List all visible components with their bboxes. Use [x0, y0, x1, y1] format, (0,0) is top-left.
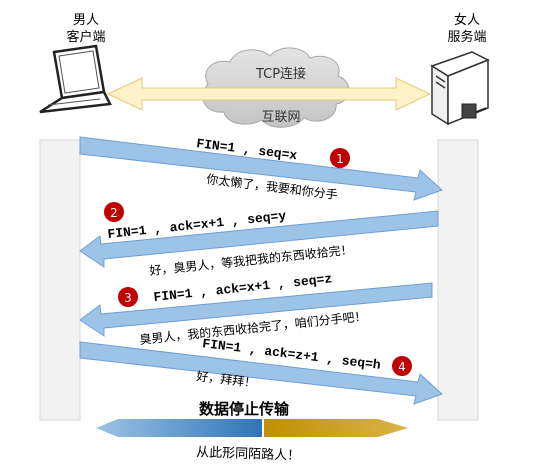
cloud-top-label: TCP连接: [255, 66, 306, 82]
server-label-line1: 女人: [454, 12, 480, 28]
laptop-icon: [39, 44, 112, 114]
server-label-line2: 服务端: [447, 29, 486, 45]
left-direction-arrow: [96, 419, 262, 437]
step2-arrow: [79, 210, 439, 268]
step3-arrow: [79, 282, 433, 337]
connection-arrow: [106, 77, 432, 111]
step4-number-badge: [392, 356, 412, 376]
step4-number: 4: [398, 360, 406, 374]
stop-label: 数据停止传输: [199, 400, 290, 418]
step1-number-badge: [330, 148, 350, 168]
step1-number: 1: [336, 152, 344, 166]
right-direction-arrow: [264, 419, 408, 437]
step1-arrow: [79, 136, 443, 201]
client-lifeline: [39, 139, 81, 421]
step4-arrow: [79, 341, 443, 405]
cloud-bottom-label: 互联网: [261, 110, 300, 125]
step3-number: 3: [124, 291, 132, 305]
step2-number: 2: [110, 206, 118, 220]
client-label-line2: 客户端: [66, 29, 105, 45]
step2-number-badge: [104, 202, 124, 222]
step3-number-badge: [118, 287, 138, 307]
end-label: 从此形同陌路人！: [196, 444, 301, 464]
server-lifeline: [437, 139, 479, 421]
server-icon: [430, 51, 490, 126]
client-label-line1: 男人: [73, 13, 99, 28]
